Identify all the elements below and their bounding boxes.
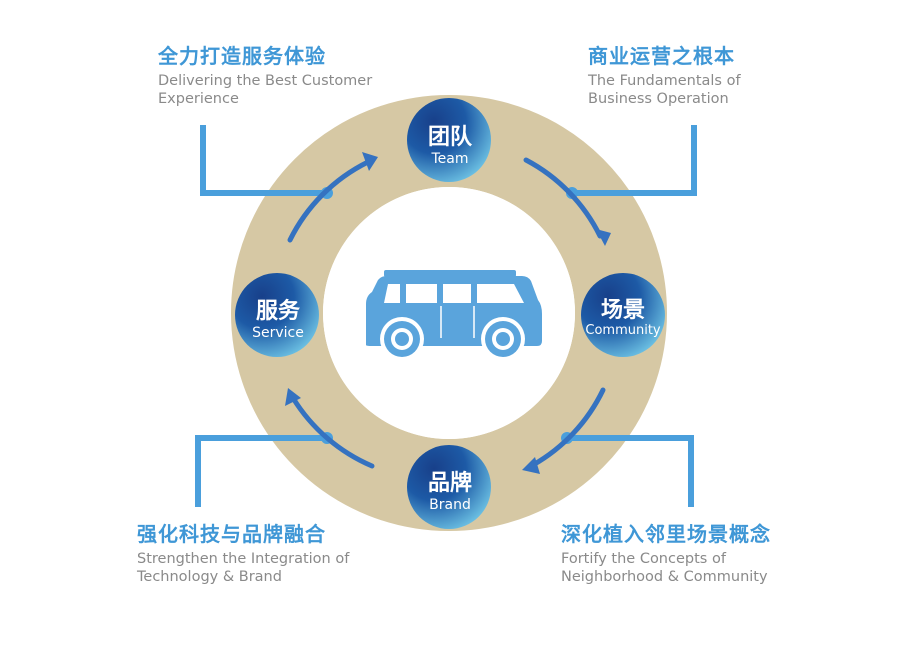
arrowhead-brand: [522, 457, 540, 474]
arrowhead-service: [285, 388, 301, 406]
caption-top-right-line1: The Fundamentals of: [588, 73, 741, 89]
caption-bottom-right-line1: Fortify the Concepts of: [561, 551, 726, 567]
node-team: 团队 Team: [407, 98, 491, 182]
caption-top-left-line2: Experience: [158, 91, 239, 107]
arrowhead-community: [596, 229, 611, 246]
node-service: 服务 Service: [235, 273, 319, 357]
node-brand: 品牌 Brand: [407, 445, 491, 529]
caption-top-left: 全力打造服务体验 Delivering the Best Customer Ex…: [158, 44, 372, 108]
connector-line-bottom-right: [567, 435, 694, 507]
arrow-community-to-brand: [530, 387, 606, 468]
node-community: 场景 Community: [581, 273, 665, 357]
car-icon: [366, 270, 542, 361]
caption-top-left-line1: Delivering the Best Customer: [158, 73, 373, 89]
caption-bottom-left-line1: Strengthen the Integration of: [137, 551, 350, 567]
connector-line-top-left: [200, 125, 327, 196]
connector-line-bottom-left: [195, 435, 327, 507]
caption-bottom-left-line2: Technology & Brand: [137, 569, 282, 585]
arrow-team-to-community: [523, 157, 603, 239]
caption-top-right-line2: Business Operation: [588, 91, 729, 107]
caption-top-left-title: 全力打造服务体验: [158, 44, 326, 68]
caption-bottom-right-title: 深化植入邻里场景概念: [561, 522, 771, 546]
arrow-brand-to-service: [290, 395, 375, 469]
arrow-service-to-team: [287, 159, 371, 243]
caption-top-right-title: 商业运营之根本: [588, 44, 735, 68]
arrowhead-team: [362, 152, 378, 171]
caption-bottom-left-title: 强化科技与品牌融合: [137, 522, 326, 546]
connector-line-top-right: [572, 125, 697, 196]
caption-top-right: 商业运营之根本 The Fundamentals of Business Ope…: [588, 44, 741, 108]
caption-bottom-right: 深化植入邻里场景概念 Fortify the Concepts of Neigh…: [561, 522, 771, 586]
caption-bottom-right-line2: Neighborhood & Community: [561, 569, 768, 585]
caption-bottom-left: 强化科技与品牌融合 Strengthen the Integration of …: [137, 522, 349, 586]
